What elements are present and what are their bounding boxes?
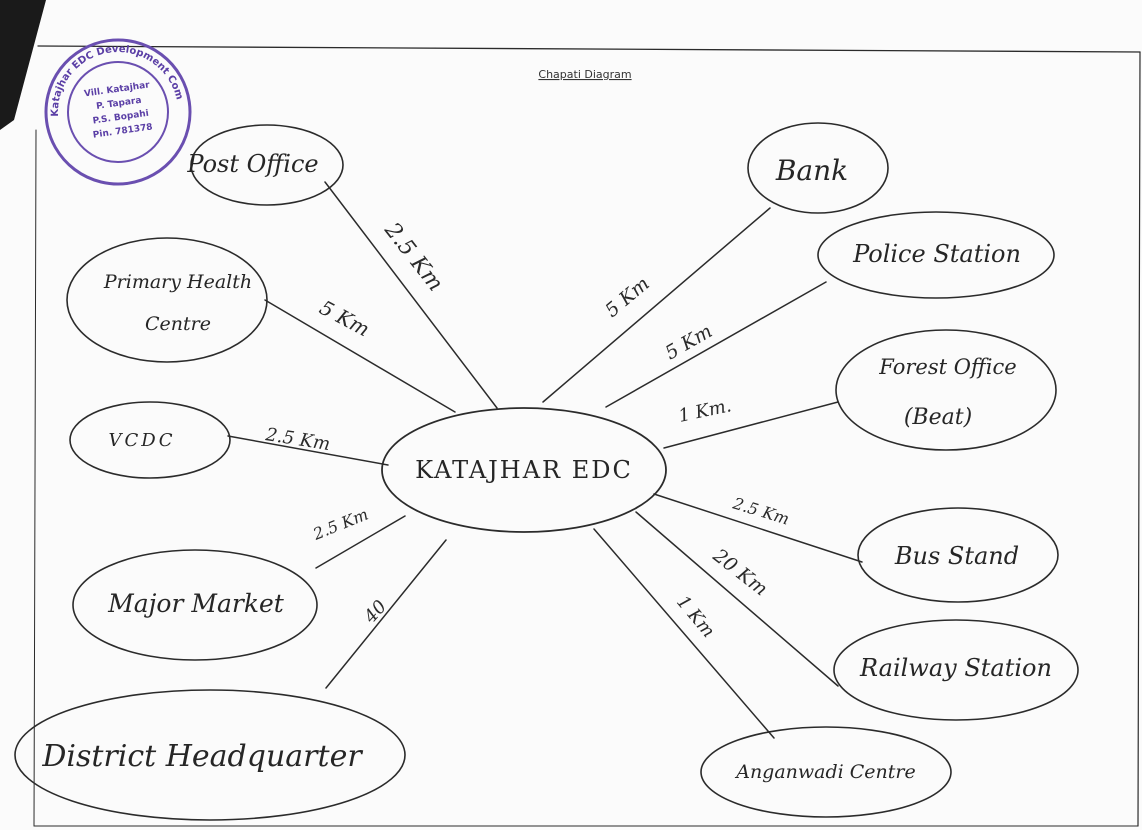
label-major-market: Major Market [107,589,285,618]
node-centre [381,407,667,533]
node-primary-health-centre [66,237,268,363]
edge-district-headquarter [325,539,447,689]
label-police-station: Police Station [852,240,1021,268]
distance-bus-stand: 2.5 Km [730,493,792,528]
node-forest-office [835,329,1057,451]
edge-bus-stand [653,493,863,563]
edge-primary-health-centre [264,299,456,413]
node-labels: Post Office Primary Health Centre VCDC M… [41,150,1052,783]
label-railway-station: Railway Station [859,654,1052,682]
stamp-line-2: P. Tapara [96,96,143,112]
distance-police-station: 5 Km [662,320,717,364]
node-major-market [72,549,318,661]
label-post-office: Post Office [186,150,318,178]
label-vcdc: VCDC [109,430,176,451]
label-bus-stand: Bus Stand [894,542,1019,570]
label-primary-health-centre-line1: Primary Health [103,271,252,293]
node-post-office [190,124,344,206]
node-vcdc [69,401,231,479]
label-primary-health-centre-line2: Centre [145,313,211,335]
distance-district-headquarter: 40 [359,596,391,628]
edge-post-office [324,181,498,409]
node-bank [747,122,889,214]
edge-forest-office [663,401,839,449]
edge-major-market [315,515,406,569]
distance-anganwadi-centre: 1 Km [672,592,719,642]
edge-vcdc [227,435,389,466]
distance-major-market: 2.5 Km [309,504,371,544]
node-ellipses [14,122,1079,821]
label-bank: Bank [775,154,848,187]
edge-police-station [605,281,827,408]
edge-bank [542,207,771,403]
diagram-title: Chapati Diagram [538,68,631,81]
page-border [33,45,1141,827]
node-bus-stand [857,507,1059,603]
node-anganwadi-centre [700,726,952,818]
distance-vcdc: 2.5 Km [263,424,331,455]
scan-corner-shadow [0,0,46,130]
distance-post-office: 2.5 Km [379,218,448,297]
label-district-headquarter: District Headquarter [41,739,363,774]
stamp-outer-ring [44,38,192,186]
distance-forest-office: 1 Km. [677,395,734,427]
node-railway-station [833,619,1079,721]
edge-railway-station [635,511,839,687]
edge-anganwadi-centre [593,528,775,739]
node-district-headquarter [14,689,406,821]
stamp-inner-ring [67,61,169,163]
label-centre: KATAJHAR EDC [415,456,633,484]
connector-lines [227,181,863,739]
label-anganwadi-centre: Anganwadi Centre [734,761,916,783]
node-police-station [817,211,1055,299]
label-forest-office-line2: (Beat) [904,405,972,430]
distance-railway-station: 20 Km [708,544,772,600]
label-forest-office-line1: Forest Office [878,355,1016,379]
